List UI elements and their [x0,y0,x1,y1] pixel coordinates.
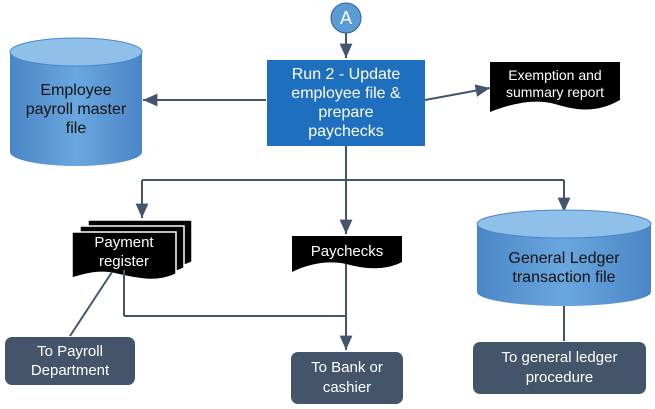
to-bank-label: To Bank or cashier [311,359,383,396]
process-label: Run 2 - Update employee file & prepare p… [291,66,401,140]
process-box [267,60,425,146]
to-gl-label: To general ledger procedure [501,349,618,386]
to-bank-box [291,352,403,404]
connector-a-label: A [339,7,352,28]
gl-file-label: General Ledger transaction file [508,250,620,286]
register-to-payroll-line [69,271,113,337]
payment-register-document [71,219,193,281]
paychecks-label: Paychecks [310,242,384,260]
gl-file-cylinder [476,209,652,306]
master-file-cylinder [9,37,143,166]
paychecks-document [292,236,402,272]
master-file-label: Employee payroll master file [25,81,127,137]
payment-register-label: Payment register [94,234,154,270]
to-payroll-box [5,337,135,385]
exemption-report-document [490,62,620,112]
arrow-to-exemption-report [424,84,491,101]
to-gl-box [473,342,646,394]
to-payroll-label: To Payroll Department [30,343,110,379]
exemption-report-label: Exemption and summary report [505,67,605,100]
